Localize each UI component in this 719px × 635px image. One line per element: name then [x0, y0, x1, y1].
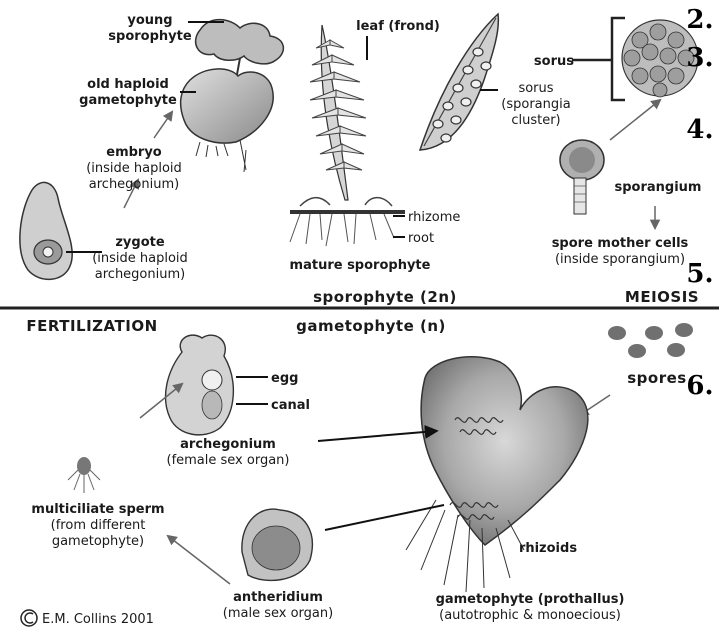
- meiosis-label: MEIOSIS: [625, 288, 699, 306]
- fertilization-label: FERTILIZATION: [26, 317, 157, 335]
- step-number-5: 6.: [686, 371, 713, 401]
- sorus-label: sorus: [534, 54, 574, 69]
- canal-label: canal: [271, 398, 310, 413]
- old-gametophyte-label: old haploidgametophyte: [79, 77, 177, 108]
- step-number-1: 2.: [686, 5, 713, 35]
- leaf-with-sori-figure: [420, 14, 498, 150]
- zygote-label: zygote(inside haploidarchegonium): [92, 235, 188, 282]
- antheridium-label: antheridium(male sex organ): [223, 590, 333, 621]
- antheridium-figure: [242, 509, 312, 580]
- archegonium-label: archegonium(female sex organ): [167, 437, 290, 468]
- spores-figure: [608, 323, 693, 358]
- leaf-label: leaf (frond): [356, 19, 440, 34]
- spores-label: spores: [627, 369, 686, 387]
- step-number-2: 3.: [686, 43, 713, 73]
- sporangium-label: sporangium: [615, 180, 702, 195]
- mature-sporophyte-label: mature sporophyte: [290, 258, 431, 273]
- step-number-3: 4.: [686, 115, 713, 145]
- rhizoids-label: rhizoids: [519, 541, 577, 556]
- sorus-figure: [572, 18, 698, 100]
- archegonium-figure: [166, 335, 234, 435]
- sporophyte-2n-label: sporophyte (2n): [313, 288, 457, 306]
- spore-mother-cells-label: spore mother cells(inside sporangium): [552, 236, 689, 267]
- gametophyte-n-label: gametophyte (n): [296, 317, 446, 335]
- multiciliate-sperm-label: multiciliate sperm(from differentgametop…: [31, 502, 164, 549]
- sperm-figure: [68, 457, 100, 493]
- embryo-label: embryo(inside haploidarchegonium): [86, 145, 182, 192]
- sorus-leaf-label: sorus(sporangiacluster): [501, 81, 570, 128]
- egg-label: egg: [271, 371, 298, 386]
- young-sporophyte-figure: [181, 20, 284, 172]
- copyright-icon: [21, 610, 37, 626]
- mature-sporophyte-figure: [290, 25, 405, 246]
- young-sporophyte-label: youngsporophyte: [108, 13, 192, 44]
- sporangium-figure: [560, 140, 604, 214]
- step-number-4: 5.: [686, 259, 713, 289]
- zygote-archegonium-figure: [20, 182, 72, 279]
- root-label: root: [408, 231, 434, 246]
- credit-label: E.M. Collins 2001: [42, 612, 154, 627]
- prothallus-figure: [406, 357, 588, 592]
- gametophyte-prothallus-label: gametophyte (prothallus)(autotrophic & m…: [436, 592, 625, 623]
- rhizome-label: rhizome: [408, 210, 460, 225]
